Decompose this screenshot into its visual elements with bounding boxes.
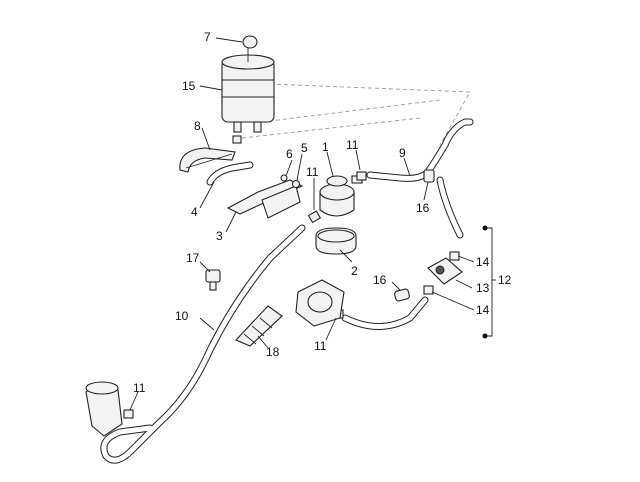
label-15: 15 (182, 79, 196, 93)
label-13: 13 (476, 281, 490, 295)
label-10: 10 (175, 309, 189, 323)
label-11-lower: 11 (314, 339, 327, 353)
sleeve-18[interactable] (235, 305, 283, 347)
canister-cap-7[interactable] (242, 35, 258, 62)
label-14-bottom: 14 (476, 303, 490, 317)
strap-8[interactable] (179, 147, 236, 173)
label-12: 12 (498, 273, 512, 287)
elbow-16-upper[interactable] (423, 169, 435, 183)
label-8: 8 (194, 119, 201, 133)
hose-4[interactable] (206, 161, 254, 186)
valve-13[interactable] (427, 257, 463, 285)
label-1: 1 (322, 140, 329, 154)
fitting-11-filter[interactable] (356, 171, 367, 181)
hose-lower[interactable] (341, 296, 429, 330)
label-16-upper: 16 (416, 201, 430, 215)
cap-16-lower[interactable] (394, 288, 410, 302)
label-11-filter: 11 (346, 138, 359, 152)
label-11-top: 11 (306, 165, 319, 179)
label-18: 18 (266, 345, 280, 359)
label-14-top: 14 (476, 255, 490, 269)
hose-9[interactable] (366, 168, 432, 182)
label-4: 4 (191, 205, 198, 219)
screw-6[interactable] (280, 174, 288, 182)
group-12-bracket (482, 225, 496, 339)
label-3: 3 (216, 229, 223, 243)
label-6: 6 (286, 147, 293, 161)
fitting-14-top[interactable] (449, 251, 460, 261)
clamp-2[interactable] (315, 227, 357, 255)
bracket-3[interactable] (226, 179, 304, 219)
label-2: 2 (351, 264, 358, 278)
fitting-14-bottom[interactable] (423, 285, 434, 295)
leader-lines (129, 37, 475, 411)
label-7: 7 (204, 30, 211, 44)
intake-fitting (85, 381, 123, 437)
fitting-11-intake[interactable] (123, 409, 134, 419)
label-5: 5 (301, 141, 308, 155)
connector-17[interactable] (205, 269, 221, 291)
fitting-11-top[interactable] (307, 210, 322, 224)
filter-1[interactable] (319, 175, 363, 217)
fitting-11-canister[interactable] (232, 135, 242, 144)
label-11-intake: 11 (133, 381, 146, 395)
part-labels: 7 15 8 4 3 6 5 1 11 11 9 16 2 17 16 14 1… (133, 30, 512, 395)
label-9: 9 (399, 146, 406, 160)
assembly-guide-lines (241, 83, 471, 146)
hose-upper-right[interactable] (424, 118, 474, 239)
screw-5[interactable] (291, 179, 301, 189)
hose-10[interactable] (100, 224, 306, 464)
label-17: 17 (186, 251, 200, 265)
throttle-body (295, 279, 345, 327)
canister-15[interactable] (221, 54, 275, 133)
label-16-lower: 16 (373, 273, 387, 287)
